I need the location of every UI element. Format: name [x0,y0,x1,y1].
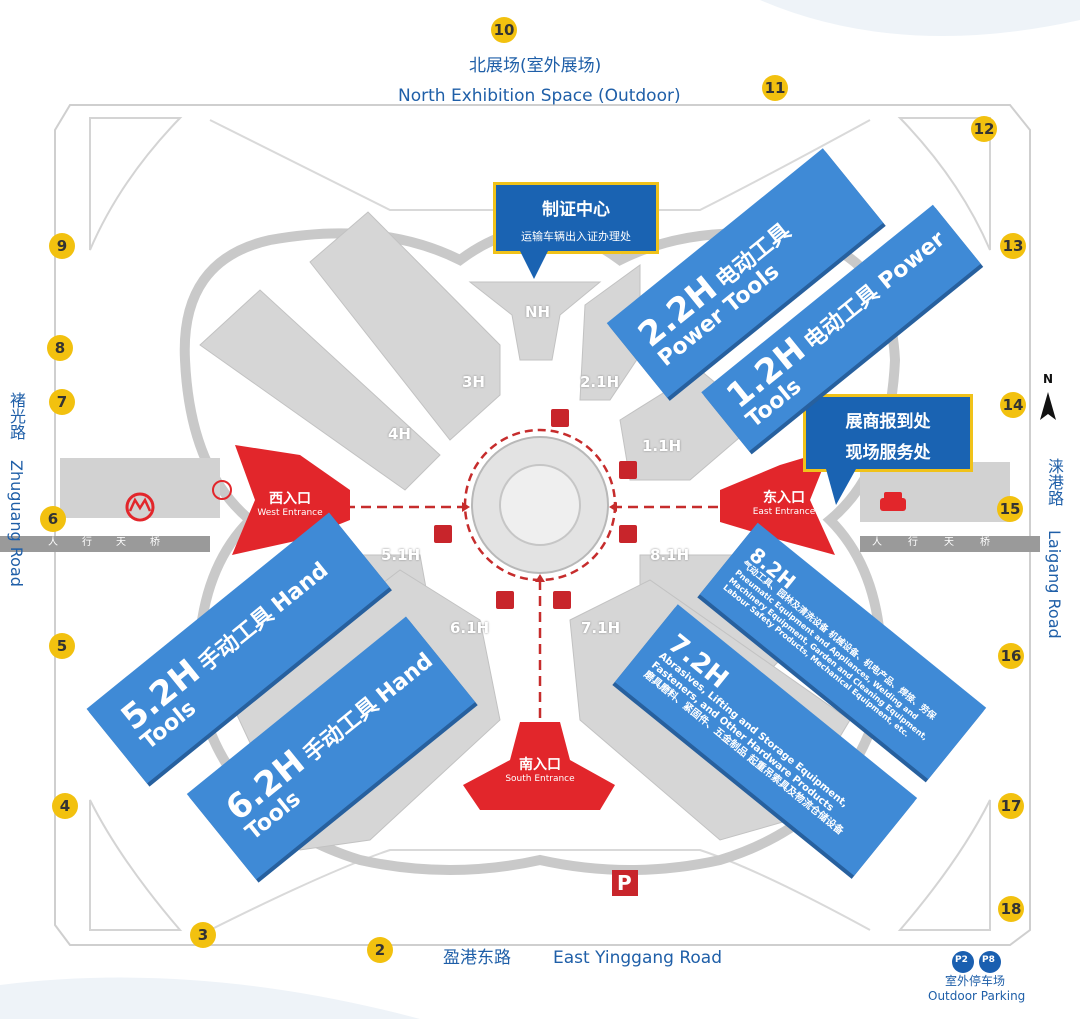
south-entrance[interactable]: 南入口 South Entrance [490,754,590,784]
north-arrow [1040,392,1056,420]
parking-sign [612,870,638,896]
hall-4h-label: 4H [388,425,411,443]
bridge-label-w4: 桥 [150,537,160,548]
certificate-callout-pointer [520,251,548,279]
escalator-icons [434,409,637,609]
service-desk-callout[interactable]: 展商报到处 现场服务处 [803,394,973,472]
metro-icon [125,492,155,522]
hall-nh [468,281,602,361]
hall-3h-label: 3H [462,373,485,391]
east-bridge [860,536,1040,552]
bridge-label-e4: 桥 [980,537,990,548]
hall-2-1h [579,264,641,401]
bridge-label-e1: 人 [872,537,882,548]
hall-1-1h-label: 1.1H [642,437,682,455]
hall-7-1h-label: 7.1H [581,619,621,637]
service-desk-line2: 现场服务处 [845,443,931,463]
gate-16[interactable]: 16 [998,643,1024,669]
gate-13[interactable]: 13 [1000,233,1026,259]
bridge-label-e2: 行 [908,537,918,548]
gate-12[interactable]: 12 [971,116,997,142]
bridge-label-w2: 行 [82,537,92,548]
east-road-en: Laigang Road [1045,530,1064,639]
parking-badge-2 [979,951,1001,973]
west-road-en: Zhuguang Road [7,460,26,587]
east-entrance-shape [720,450,835,555]
hall-8-1h-label: 8.1H [650,546,690,564]
gate-3[interactable]: 3 [190,922,216,948]
parking-symbol: P [617,871,632,895]
parking-badge-2-label: P8 [982,955,995,965]
south-entrance-shape [463,722,615,810]
gate-15[interactable]: 15 [997,496,1023,522]
east-road-zh: 涞港路 [1045,458,1064,506]
west-road-zh: 褚光路 [7,392,26,440]
certificate-center-sub: 运输车辆出入证办理处 [521,230,631,243]
west-bridge [0,536,210,552]
hall-6-1h-label: 6.1H [450,619,490,637]
south-road-en: East Yinggang Road [553,948,722,968]
gate-6[interactable]: 6 [40,506,66,532]
gate-14[interactable]: 14 [1000,392,1026,418]
west-entrance-en: West Entrance [257,508,323,518]
north-space-zh: 北展场(室外展场) [469,56,602,76]
gate-5[interactable]: 5 [49,633,75,659]
certificate-center-title: 制证中心 [542,200,610,220]
hall-nh-label: NH [525,303,551,321]
hall-3h [309,211,501,441]
outdoor-parking-zh: 室外停车场 [945,974,1006,988]
west-entrance[interactable]: 西入口 West Entrance [250,488,330,518]
parking-badge-1-label: P2 [955,955,968,965]
metro-icon-small [212,480,232,500]
south-entrance-en: South Entrance [505,774,575,784]
west-entrance-zh: 西入口 [269,491,311,507]
gate-9[interactable]: 9 [49,233,75,259]
north-space-en: North Exhibition Space (Outdoor) [398,86,681,106]
bridge-label-w3: 天 [116,537,126,548]
service-desk-line1: 展商报到处 [845,412,931,432]
hall-6-2h-zh: 手动工具 [299,692,384,768]
hall-5-1h-label: 5.1H [381,546,421,564]
gate-7[interactable]: 7 [49,389,75,415]
south-road-zh: 盈港东路 [443,948,511,968]
gate-18[interactable]: 18 [998,896,1024,922]
hall-5-2h-zh: 手动工具 [194,601,279,677]
gate-11[interactable]: 11 [762,75,788,101]
east-entrance-en: East Entrance [752,507,816,517]
outdoor-parking-en: Outdoor Parking [928,989,1026,1003]
gate-8[interactable]: 8 [47,335,73,361]
south-entrance-zh: 南入口 [519,757,561,773]
taxi-icon [880,498,906,511]
compass-north-label: N [1043,372,1054,386]
gate-2[interactable]: 2 [367,937,393,963]
parking-badge-1 [952,951,974,973]
gate-10[interactable]: 10 [491,17,517,43]
certificate-center-callout[interactable]: 制证中心 运输车辆出入证办理处 [493,182,659,254]
hall-2-1h-label: 2.1H [580,373,620,391]
bridge-label-e3: 天 [944,537,954,548]
east-entrance[interactable]: 东入口 East Entrance [744,487,824,517]
east-entrance-zh: 东入口 [763,490,805,506]
hall-4h [199,289,441,491]
service-callout-pointer [826,469,856,505]
bridge-label-w1: 人 [48,537,58,548]
gate-4[interactable]: 4 [52,793,78,819]
gate-17[interactable]: 17 [998,793,1024,819]
